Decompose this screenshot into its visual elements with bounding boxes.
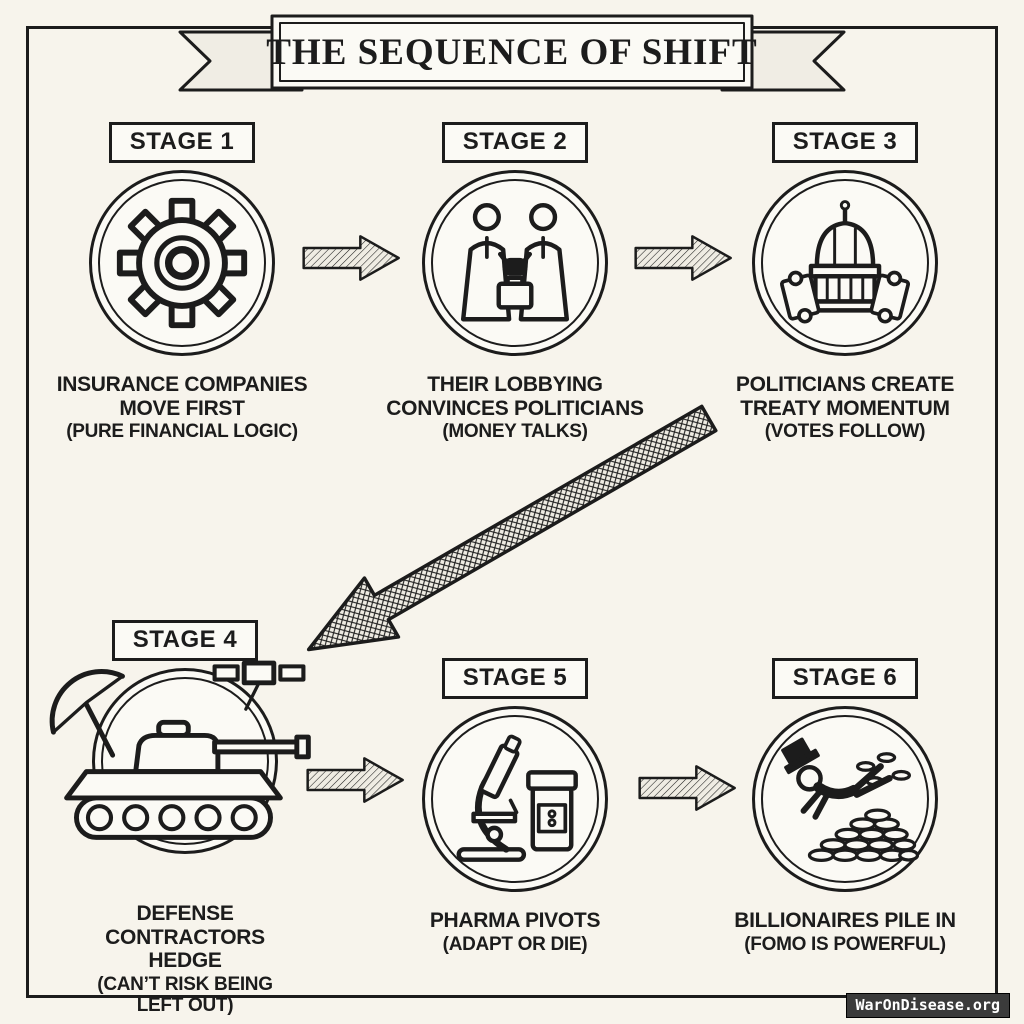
stage-2-circle bbox=[422, 170, 608, 356]
stage-5-circle bbox=[422, 706, 608, 892]
arrow-stage3-to-stage4 bbox=[283, 383, 730, 687]
banner-ribbon-icon bbox=[178, 14, 846, 92]
capitol-scrolls-icon bbox=[780, 200, 910, 324]
arrow-stage2-to-stage3 bbox=[634, 230, 734, 286]
tank-satellite-icon bbox=[49, 660, 311, 840]
stage-1-subcaption: (PURE FINANCIAL LOGIC) bbox=[66, 421, 298, 443]
microscope-pills-icon bbox=[456, 734, 578, 862]
stage-6-label: STAGE 6 bbox=[771, 658, 919, 699]
stage-2: STAGE 2 THEIR LOBBYING CONVINCES POLITIC… bbox=[360, 122, 670, 443]
stage-1-circle bbox=[89, 170, 275, 356]
stage-2-subcaption: (MONEY TALKS) bbox=[442, 421, 588, 443]
stage-5-subcaption: (ADAPT OR DIE) bbox=[442, 933, 588, 955]
stage-3-label: STAGE 3 bbox=[771, 122, 919, 163]
stage-2-caption: THEIR LOBBYING CONVINCES POLITICIANS bbox=[386, 373, 644, 420]
stage-4-subcaption: (CAN’T RISK BEING LEFT OUT) bbox=[97, 973, 273, 1017]
stage-3: STAGE 3 bbox=[690, 122, 1000, 443]
stage-4-label: STAGE 4 bbox=[111, 620, 259, 661]
arrow-stage4-to-stage5 bbox=[306, 752, 406, 808]
stage-6: STAGE 6 bbox=[690, 658, 1000, 955]
title-banner: THE SEQUENCE OF SHIFT bbox=[152, 10, 872, 110]
stage-6-circle bbox=[752, 706, 938, 892]
arrow-stage5-to-stage6 bbox=[638, 760, 738, 816]
stage-4-circle bbox=[49, 660, 311, 854]
stage-3-caption: POLITICIANS CREATE TREATY MOMENTUM bbox=[735, 373, 955, 420]
stage-5-caption: PHARMA PIVOTS bbox=[429, 909, 601, 932]
stage-5: STAGE 5 bbox=[360, 658, 670, 955]
watermark: WarOnDisease.org bbox=[845, 993, 1010, 1018]
handshake-icon bbox=[460, 203, 570, 322]
billionaire-coins-icon bbox=[781, 737, 919, 863]
stage-5-label: STAGE 5 bbox=[441, 658, 589, 699]
stage-2-label: STAGE 2 bbox=[441, 122, 589, 163]
page-title: THE SEQUENCE OF SHIFT bbox=[266, 31, 758, 73]
stage-1: STAGE 1 INSURANCE COMPANIES MOVE bbox=[27, 122, 337, 443]
arrow-stage1-to-stage2 bbox=[302, 230, 402, 286]
stage-4-caption: DEFENSE CONTRACTORS HEDGE bbox=[105, 902, 265, 973]
stage-3-subcaption: (VOTES FOLLOW) bbox=[764, 421, 926, 443]
stage-1-caption: INSURANCE COMPANIES MOVE FIRST bbox=[56, 373, 308, 420]
stage-1-label: STAGE 1 bbox=[108, 122, 256, 163]
stage-6-caption: BILLIONAIRES PILE IN bbox=[734, 909, 956, 932]
stage-6-subcaption: (FOMO IS POWERFUL) bbox=[744, 933, 946, 955]
gear-icon bbox=[116, 197, 248, 329]
stage-3-circle bbox=[752, 170, 938, 356]
stage-4: STAGE 4 bbox=[30, 620, 340, 1017]
